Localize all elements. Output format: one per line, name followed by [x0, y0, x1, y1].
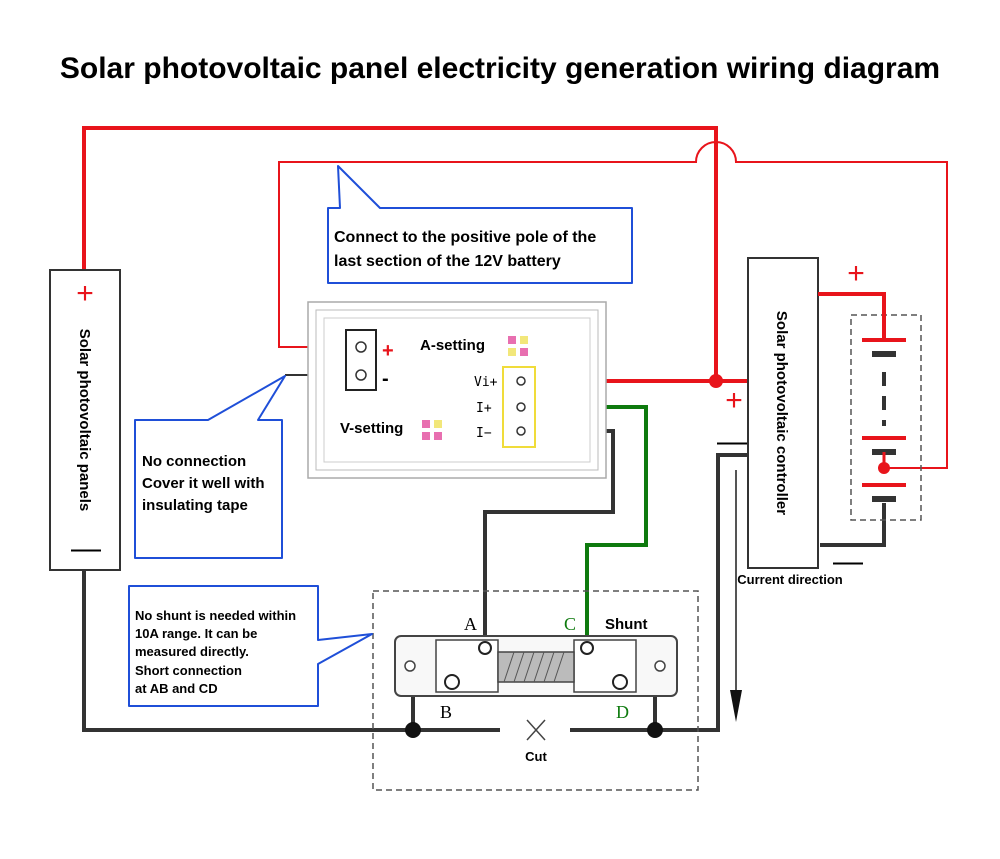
v-setting-label: V-setting: [340, 420, 403, 437]
meter-plus-sign: +: [382, 340, 394, 362]
callout-line: No connection: [142, 453, 246, 470]
current-direction-label: Current direction: [737, 572, 843, 587]
node-d: [647, 722, 663, 738]
solar-panel: + — Solar photovoltaic panels: [49, 269, 121, 571]
shunt-letter-a: A: [464, 614, 477, 634]
meter: + - A-setting V-setting Vi+ I+ I−: [307, 301, 607, 479]
callout-line: 10A range. It can be: [135, 626, 257, 641]
junction-dot: [709, 374, 723, 388]
callout-line: last section of the 12V battery: [334, 253, 561, 270]
callout-no-connection: No connection Cover it well with insulat…: [134, 375, 286, 559]
panel-label: Solar photovoltaic panels: [76, 329, 93, 512]
black-wire-panel-negative: [82, 570, 413, 732]
shunt-letter-c: C: [564, 614, 576, 634]
a-setting-pad: [508, 336, 528, 356]
panel-minus-sign: —: [71, 532, 101, 565]
current-terminal-block: [502, 366, 536, 448]
diagram-title: Solar photovoltaic panel electricity gen…: [60, 52, 940, 85]
black-wire-battery-negative: [820, 503, 886, 547]
callout-battery-note: Connect to the positive pole of the last…: [327, 165, 633, 284]
current-direction-arrow: [730, 470, 742, 722]
black-wire-controller-negative: [655, 453, 748, 732]
shunt-letter-d: D: [616, 702, 629, 722]
controller-label: Solar photovoltaic controller: [773, 311, 790, 515]
callout-line: Short connection: [135, 663, 242, 678]
shunt-letter-b: B: [440, 702, 452, 722]
controller: Solar photovoltaic controller + — Curren…: [717, 257, 843, 587]
shunt-label: Shunt: [605, 616, 648, 633]
callout-line: measured directly.: [135, 644, 249, 659]
pin-label: I+: [476, 401, 492, 416]
controller-minus-sign: —: [717, 425, 747, 458]
voltage-terminal: [345, 329, 377, 391]
node-b: [405, 722, 421, 738]
a-setting-label: A-setting: [420, 337, 485, 354]
panel-plus-sign: +: [76, 277, 94, 310]
battery-minus-sign: —: [833, 545, 863, 578]
red-wire-battery-sense: [278, 141, 948, 469]
pin-label: I−: [476, 426, 492, 441]
battery: + —: [818, 257, 922, 578]
callout-shunt-note: No shunt is needed within 10A range. It …: [128, 585, 373, 707]
pin-label: Vi+: [474, 375, 498, 390]
callout-line: Cover it well with: [142, 475, 265, 492]
red-thin-wires: [278, 141, 948, 469]
callout-line: Connect to the positive pole of the: [334, 229, 596, 246]
black-wires: [82, 429, 886, 732]
cut-label: Cut: [525, 749, 547, 764]
v-setting-pad: [422, 420, 442, 440]
red-wire-panel-positive: [82, 126, 718, 381]
meter-minus-sign: -: [382, 368, 389, 390]
callout-line: insulating tape: [142, 497, 248, 514]
battery-plus-sign: +: [847, 257, 865, 290]
controller-plus-sign: +: [725, 384, 743, 417]
callout-line: No shunt is needed within: [135, 608, 296, 623]
callout-line: at AB and CD: [135, 681, 218, 696]
shunt: A C B D Shunt Cut: [372, 590, 699, 791]
